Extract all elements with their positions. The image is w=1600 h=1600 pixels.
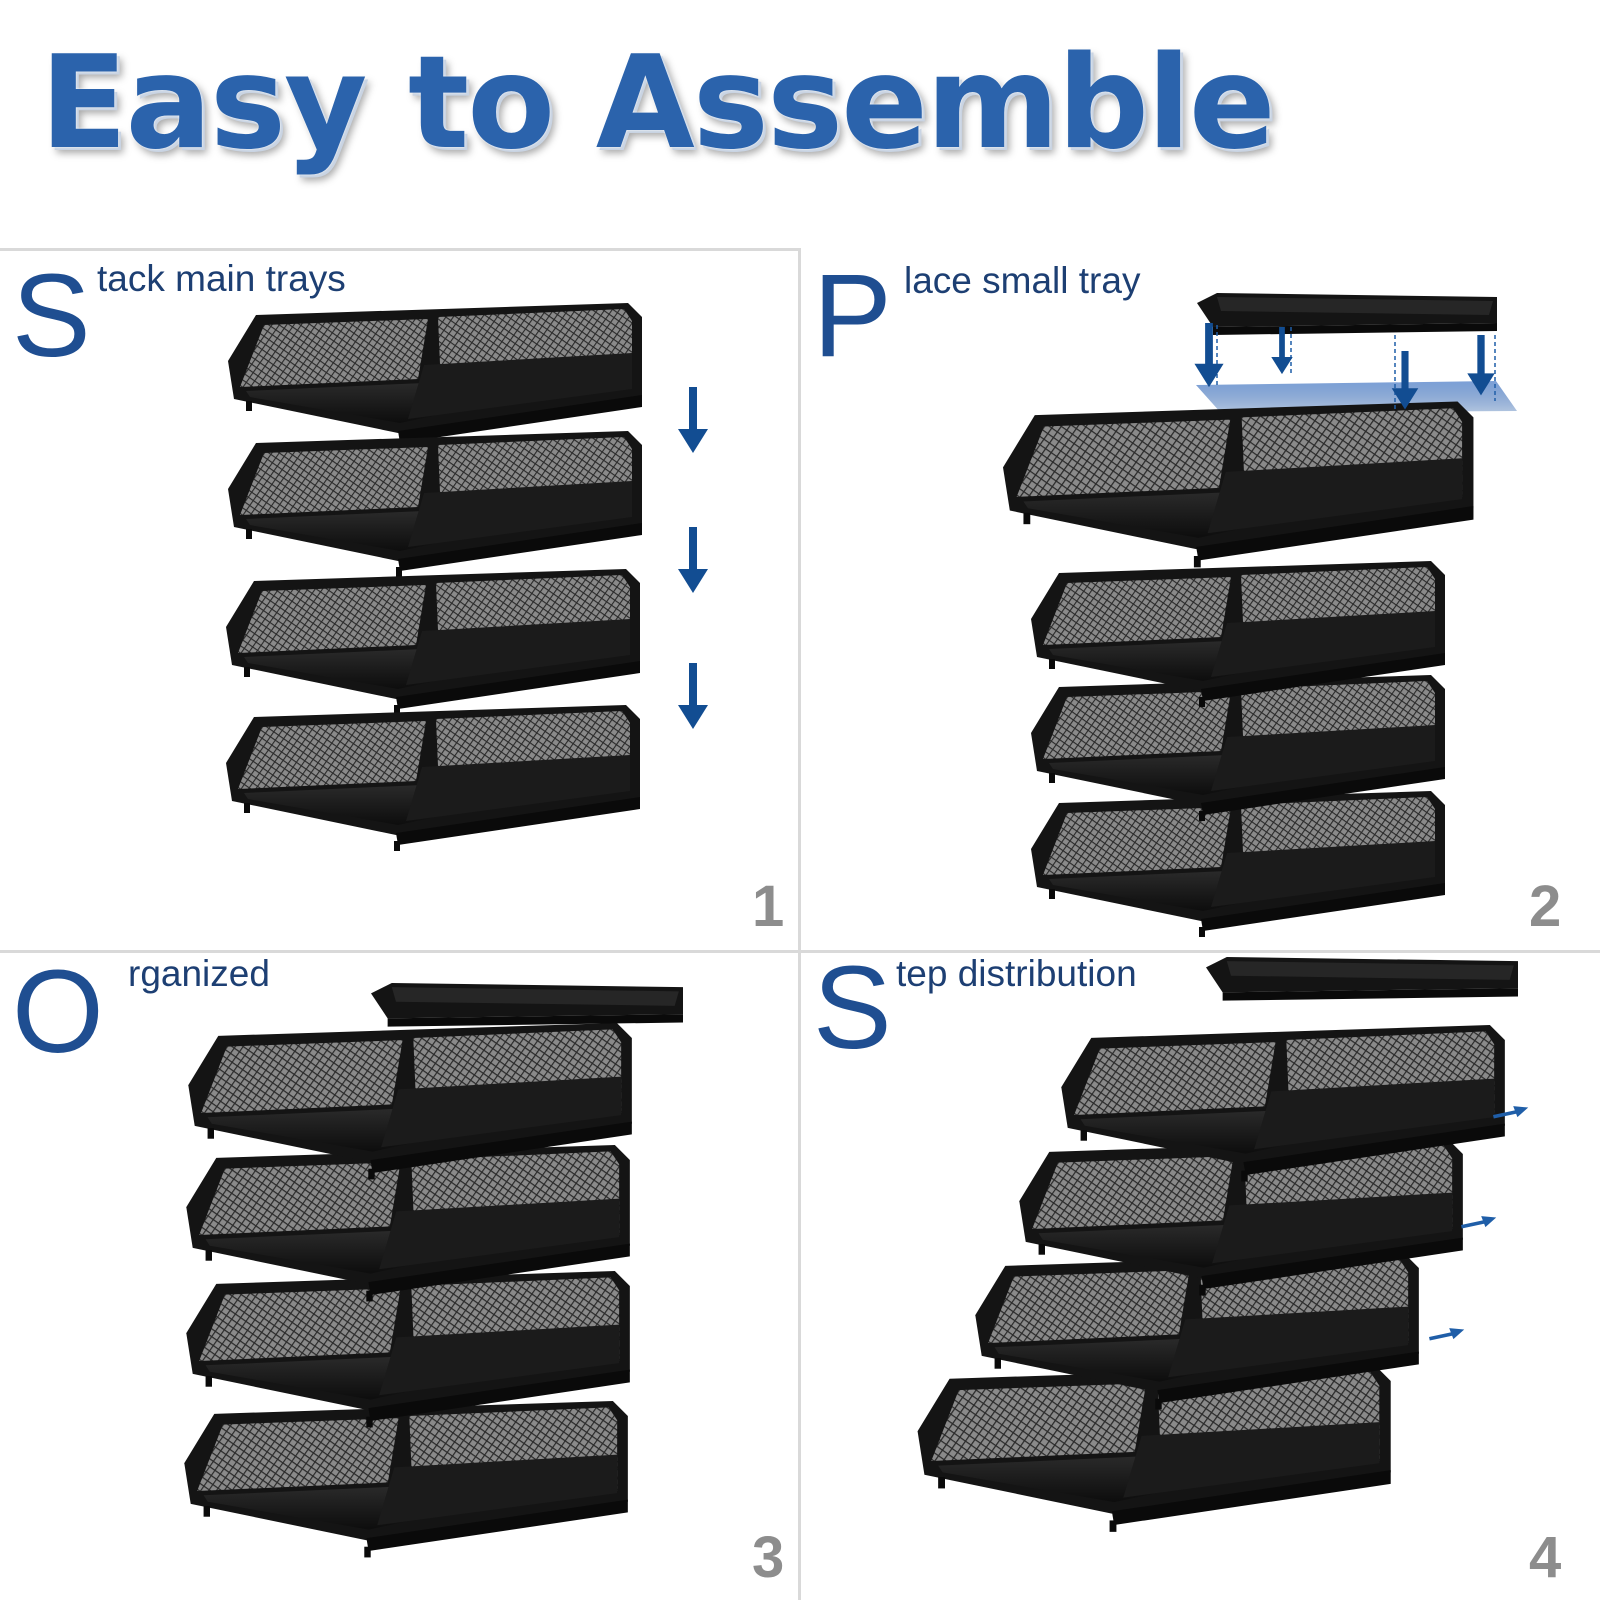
step-caption: lace small tray xyxy=(904,260,1141,301)
tray-top xyxy=(228,303,642,449)
tray-second xyxy=(228,431,642,577)
tray-stack-illustration-2 xyxy=(1003,293,1517,937)
small-tray xyxy=(1206,957,1518,1001)
tray-bottom xyxy=(1031,791,1445,937)
step-number: 4 xyxy=(1529,1525,1562,1590)
step-panel-3: O rganized 3 xyxy=(0,953,798,1600)
arrow-down-icon xyxy=(678,387,708,453)
step-panel-1: S tack main trays 1 xyxy=(0,251,798,950)
arrow-right-icon xyxy=(1461,1213,1498,1229)
step-panel-4: S tep distribution 4 xyxy=(801,953,1600,1600)
tray-stack-illustration-3 xyxy=(184,983,683,1558)
arrow-right-icon xyxy=(1429,1325,1466,1341)
guide-lines xyxy=(1216,325,1496,411)
step-number: 3 xyxy=(752,1525,785,1590)
step-letter: S xyxy=(12,251,91,382)
step-letter: P xyxy=(813,251,892,382)
step-number: 2 xyxy=(1529,874,1562,939)
tray-bottom xyxy=(226,705,640,851)
divider-vertical xyxy=(798,248,801,1600)
step-letter: O xyxy=(12,953,104,1078)
small-tray xyxy=(371,983,683,1027)
page-title: Easy to Assemble xyxy=(40,29,1276,178)
tray-stack-illustration-4 xyxy=(917,957,1530,1532)
step-caption: tack main trays xyxy=(97,258,346,299)
arrow-down-icon xyxy=(678,527,708,593)
step-letter: S xyxy=(813,953,892,1074)
tray-third xyxy=(226,569,640,715)
step-number: 1 xyxy=(752,874,785,939)
step-caption: rganized xyxy=(128,953,270,994)
divider-horizontal-top xyxy=(0,248,800,251)
divider-horizontal-middle xyxy=(0,950,1600,953)
small-tray xyxy=(1197,293,1497,335)
tray-stack-illustration-1 xyxy=(226,303,708,851)
step-caption: tep distribution xyxy=(896,953,1137,994)
arrow-down-icon xyxy=(678,663,708,729)
tray-top xyxy=(1003,401,1474,568)
step-panel-2: P lace small tray 2 xyxy=(801,251,1600,950)
tray-bottom xyxy=(184,1401,628,1558)
